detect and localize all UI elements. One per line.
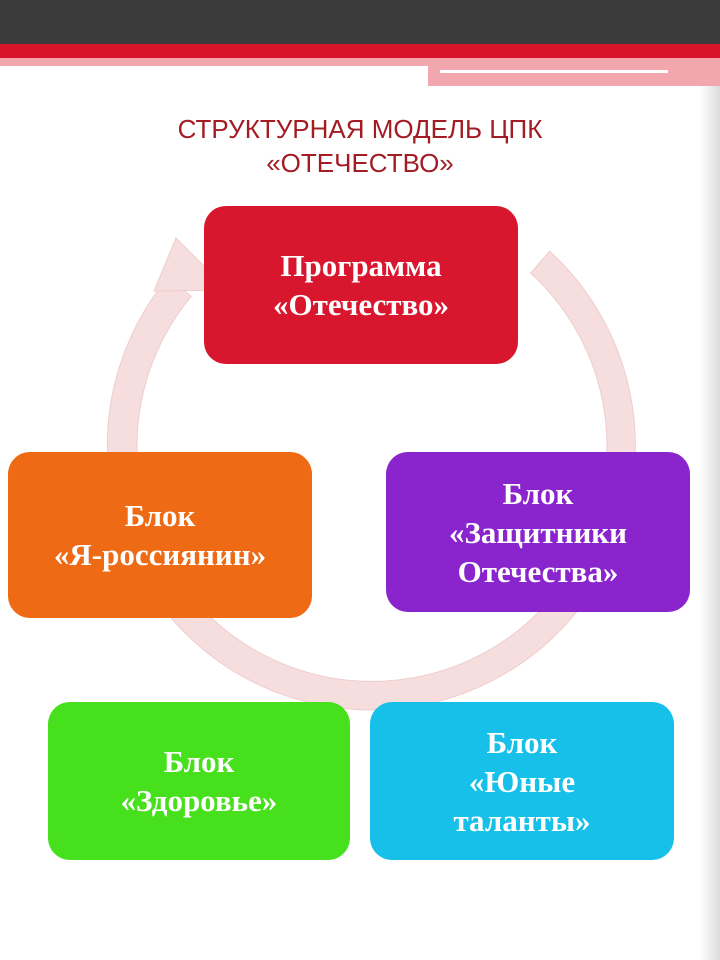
node-block-ya-rossiyanin: Блок «Я-россиянин» bbox=[8, 452, 312, 618]
node-defenders-line-3: Отечества» bbox=[457, 553, 619, 589]
header-red-band bbox=[0, 44, 720, 58]
cycle-ring-arc bbox=[106, 250, 636, 711]
node-defenders-line-1: Блок bbox=[502, 475, 574, 511]
node-program-line-2: «Отечество» bbox=[273, 287, 449, 322]
right-edge-shadow bbox=[700, 86, 720, 960]
node-talents-line-1: Блок bbox=[486, 724, 558, 760]
page-title-line-1: СТРУКТУРНАЯ МОДЕЛЬ ЦПК bbox=[177, 114, 543, 144]
header-white-line bbox=[440, 70, 668, 73]
node-russian-line-1: Блок bbox=[124, 498, 196, 533]
node-block-defenders: Блок «Защитники Отечества» bbox=[386, 452, 690, 612]
node-program-otechestvo: Программа «Отечество» bbox=[204, 206, 518, 364]
page-title-line-2: «ОТЕЧЕСТВО» bbox=[266, 148, 454, 178]
node-program-line-1: Программа bbox=[280, 248, 442, 283]
node-russian-line-2: «Я-россиянин» bbox=[53, 537, 267, 572]
node-talents-line-3: таланты» bbox=[453, 802, 591, 838]
header-pink-band bbox=[0, 58, 720, 66]
node-block-young-talents: Блок «Юные таланты» bbox=[370, 702, 674, 860]
header-dark-band bbox=[0, 0, 720, 44]
node-block-health: Блок «Здоровье» bbox=[48, 702, 350, 860]
node-health-line-2: «Здоровье» bbox=[120, 783, 278, 818]
node-health-line-1: Блок bbox=[163, 744, 235, 779]
node-talents-line-2: «Юные bbox=[468, 763, 576, 799]
page-title: СТРУКТУРНАЯ МОДЕЛЬ ЦПК «ОТЕЧЕСТВО» bbox=[0, 112, 720, 180]
node-defenders-line-2: «Защитники bbox=[448, 514, 628, 550]
